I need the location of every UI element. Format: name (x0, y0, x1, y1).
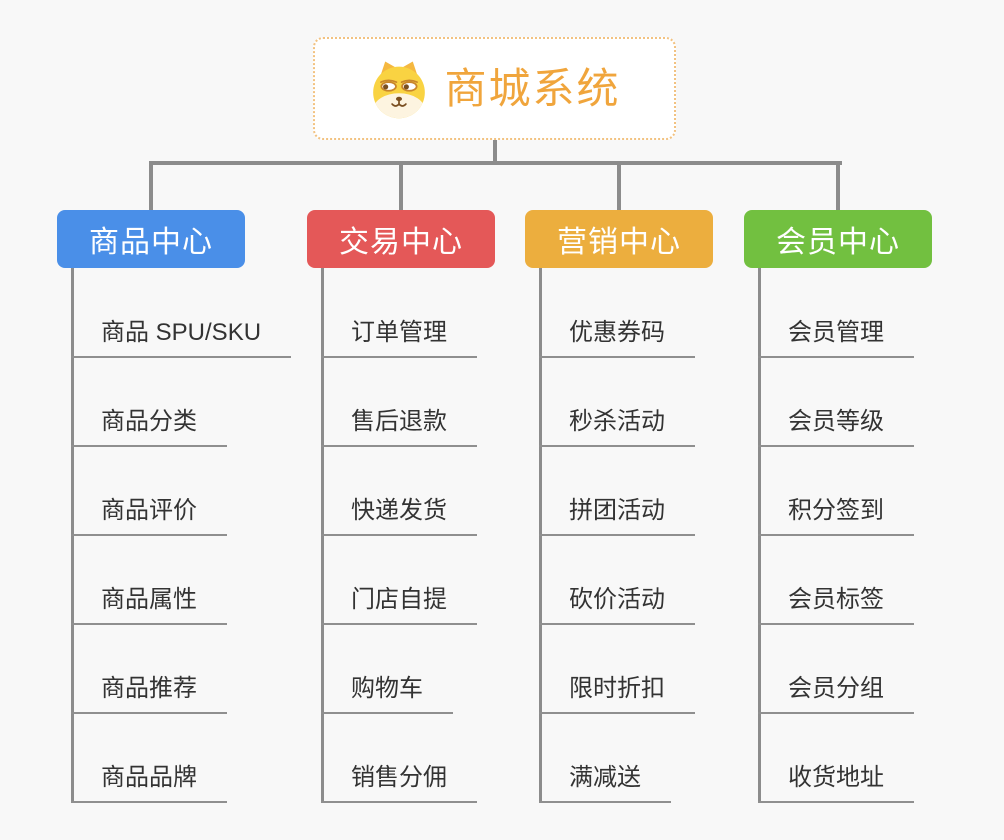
root-node[interactable]: 商城系统 (313, 37, 676, 140)
leaf-label: 会员等级 (788, 408, 884, 435)
leaf-node[interactable]: 积分签到 (758, 496, 914, 536)
dog-face-icon (368, 58, 430, 120)
leaf-label: 积分签到 (788, 497, 884, 524)
branch-node[interactable]: 营销中心 (525, 210, 713, 268)
leaf-node[interactable]: 会员管理 (758, 318, 914, 358)
leaf-node[interactable]: 商品属性 (71, 585, 227, 625)
connector-horizontal-bar (149, 161, 842, 165)
leaf-label: 售后退款 (351, 408, 447, 435)
leaf-node[interactable]: 商品分类 (71, 407, 227, 447)
leaf-node[interactable]: 商品品牌 (71, 763, 227, 803)
leaf-node[interactable]: 拼团活动 (539, 496, 695, 536)
leaf-label: 砍价活动 (569, 586, 665, 613)
branch-node[interactable]: 交易中心 (307, 210, 495, 268)
leaf-node[interactable]: 砍价活动 (539, 585, 695, 625)
leaf-label: 门店自提 (351, 586, 447, 613)
leaf-node[interactable]: 会员等级 (758, 407, 914, 447)
leaf-node[interactable]: 商品评价 (71, 496, 227, 536)
branch-node[interactable]: 商品中心 (57, 210, 245, 268)
root-title: 商城系统 (444, 64, 621, 112)
leaf-node[interactable]: 门店自提 (321, 585, 477, 625)
leaf-node[interactable]: 秒杀活动 (539, 407, 695, 447)
connector-branch-drop (399, 161, 403, 210)
connector-branch-drop (149, 161, 153, 210)
leaf-label: 商品 SPU/SKU (101, 319, 262, 346)
connector-root-stem (493, 140, 497, 165)
leaf-node[interactable]: 订单管理 (321, 318, 477, 358)
branch-column: 商品中心 商品 SPU/SKU 商品分类 商品评价 商品属性 商品推荐 商品品牌 (57, 161, 292, 803)
branch-node[interactable]: 会员中心 (744, 210, 932, 268)
leaf-label: 限时折扣 (569, 675, 665, 702)
connector-branch-drop (617, 161, 621, 210)
leaf-label: 商品评价 (101, 497, 197, 524)
leaf-label: 满减送 (569, 764, 641, 791)
branch-label: 营销中心 (557, 226, 681, 259)
leaf-node[interactable]: 商品 SPU/SKU (71, 318, 292, 358)
leaf-node[interactable]: 会员标签 (758, 585, 914, 625)
leaf-node[interactable]: 限时折扣 (539, 674, 695, 714)
branch-column: 交易中心 订单管理 售后退款 快递发货 门店自提 购物车 销售分佣 (307, 161, 495, 803)
branch-column: 会员中心 会员管理 会员等级 积分签到 会员标签 会员分组 收货地址 (744, 161, 932, 803)
leaf-node[interactable]: 销售分佣 (321, 763, 477, 803)
branch-label: 交易中心 (339, 226, 463, 259)
leaf-label: 收货地址 (788, 764, 884, 791)
leaf-label: 商品分类 (101, 408, 197, 435)
leaf-node[interactable]: 会员分组 (758, 674, 914, 714)
leaf-label: 商品推荐 (101, 675, 197, 702)
leaf-node[interactable]: 快递发货 (321, 496, 477, 536)
connector-branch-drop (836, 161, 840, 210)
leaf-node[interactable]: 售后退款 (321, 407, 477, 447)
branch-label: 会员中心 (776, 226, 900, 259)
leaf-label: 会员标签 (788, 586, 884, 613)
leaf-label: 销售分佣 (351, 764, 447, 791)
leaf-node[interactable]: 购物车 (321, 674, 453, 714)
leaf-label: 商品品牌 (101, 764, 197, 791)
leaf-node[interactable]: 满减送 (539, 763, 671, 803)
leaf-node[interactable]: 优惠券码 (539, 318, 695, 358)
leaf-label: 会员分组 (788, 675, 884, 702)
leaf-node[interactable]: 收货地址 (758, 763, 914, 803)
leaf-label: 购物车 (351, 675, 423, 702)
leaf-label: 拼团活动 (569, 497, 665, 524)
leaf-label: 会员管理 (788, 319, 884, 346)
leaf-node[interactable]: 商品推荐 (71, 674, 227, 714)
leaf-label: 秒杀活动 (569, 408, 665, 435)
branch-label: 商品中心 (89, 226, 213, 259)
leaf-label: 快递发货 (351, 497, 447, 524)
leaf-label: 商品属性 (101, 586, 197, 613)
branch-column: 营销中心 优惠券码 秒杀活动 拼团活动 砍价活动 限时折扣 满减送 (525, 161, 713, 803)
leaf-label: 订单管理 (351, 319, 447, 346)
leaf-label: 优惠券码 (569, 319, 665, 346)
